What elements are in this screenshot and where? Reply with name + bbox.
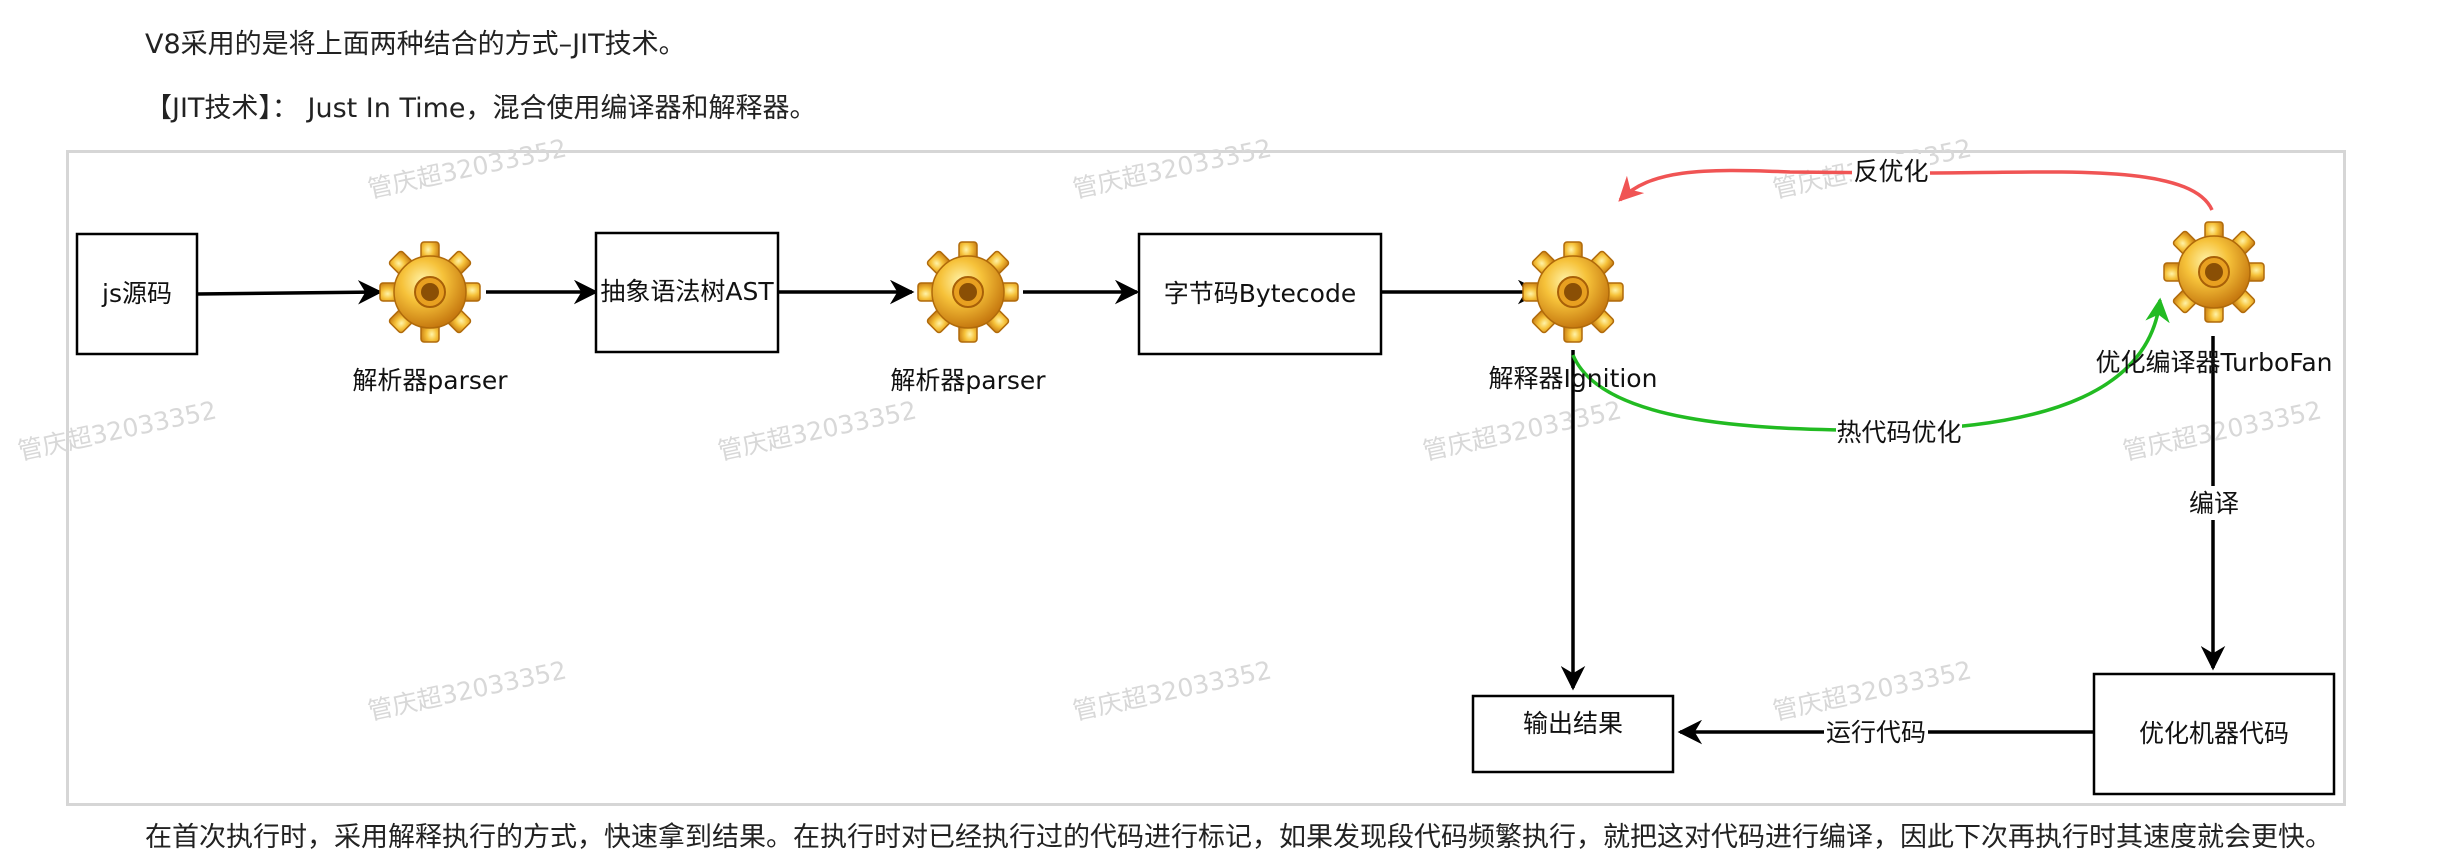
jit-definition-text: 【JIT技术】： Just In Time，混合使用编译器和解释器。	[145, 93, 817, 124]
svg-text:优化编译器TurboFan: 优化编译器TurboFan	[2095, 348, 2332, 377]
gear-icon	[379, 241, 481, 343]
edge-js-to-parser1	[196, 279, 383, 305]
watermark: 管庆超32033352	[1420, 395, 1624, 465]
svg-text:热代码优化: 热代码优化	[1836, 418, 1961, 447]
node-ignition: 解释器Ignition	[1489, 241, 1658, 393]
explanation-text: 在首次执行时，采用解释执行的方式，快速拿到结果。在执行时对已经执行过的代码进行标…	[145, 822, 2332, 853]
node-ast: 抽象语法树AST	[594, 231, 780, 354]
edge-hot-optimization	[1571, 297, 2170, 432]
svg-text:输出结果: 输出结果	[1523, 709, 1623, 738]
svg-text:编译: 编译	[2189, 489, 2239, 518]
watermark: 管庆超32033352	[15, 395, 219, 465]
gear-icon	[2163, 221, 2265, 323]
node-js-source: js源码	[75, 232, 199, 356]
watermark: 管庆超32033352	[715, 395, 919, 465]
watermark: 管庆超32033352	[1070, 655, 1274, 725]
svg-text:反优化: 反优化	[1853, 157, 1928, 186]
svg-text:解析器parser: 解析器parser	[352, 366, 508, 395]
node-parser2: 解析器parser	[890, 241, 1046, 395]
label-compile: 编译	[2186, 486, 2242, 520]
watermark: 管庆超32033352	[365, 655, 569, 725]
svg-text:js源码: js源码	[101, 279, 172, 308]
svg-text:解释器Ignition: 解释器Ignition	[1489, 364, 1658, 393]
intro-text: V8采用的是将上面两种结合的方式–JIT技术。	[145, 29, 686, 60]
svg-text:运行代码: 运行代码	[1826, 718, 1926, 747]
watermark: 管庆超32033352	[365, 133, 569, 203]
node-bytecode: 字节码Bytecode	[1137, 232, 1383, 356]
gear-icon	[1522, 241, 1624, 343]
node-machine-code: 优化机器代码	[2092, 672, 2336, 796]
node-output: 输出结果	[1471, 694, 1675, 774]
diagram-frame	[66, 150, 2346, 806]
label-hot-optimization: 热代码优化	[1836, 414, 1962, 448]
watermark: 管庆超32033352	[2120, 395, 2324, 465]
svg-text:优化机器代码: 优化机器代码	[2139, 719, 2289, 748]
node-turbofan: 优化编译器TurboFan	[2095, 221, 2333, 377]
gear-icon	[917, 241, 1019, 343]
svg-text:解析器parser: 解析器parser	[890, 366, 1046, 395]
label-run-code: 运行代码	[1824, 715, 1928, 749]
node-parser1: 解析器parser	[352, 241, 508, 395]
svg-text:字节码Bytecode: 字节码Bytecode	[1164, 279, 1356, 308]
watermark: 管庆超32033352	[1070, 133, 1274, 203]
svg-text:抽象语法树AST: 抽象语法树AST	[600, 277, 774, 306]
watermarks: 管庆超32033352 管庆超32033352 管庆超32033352 管庆超3…	[15, 133, 2324, 725]
label-deopt: 反优化	[1852, 154, 1930, 188]
